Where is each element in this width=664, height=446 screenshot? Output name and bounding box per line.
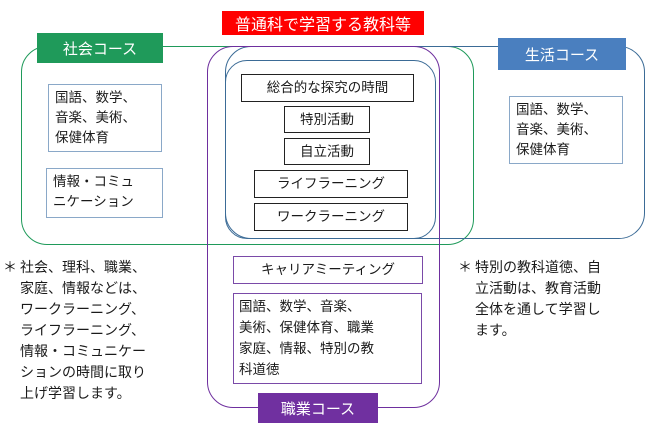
life-subject-line: 保健体育: [516, 142, 570, 158]
life-course-label: 生活コース: [498, 38, 626, 70]
note-left-line: ライフラーニング、: [20, 323, 146, 339]
life-subject-line: 音楽、美術、: [516, 122, 597, 138]
note-right: ＊ 特別の教科道徳、自 立活動は、教育活動 全体を通して学習し ます。: [458, 258, 658, 342]
social-subject-line: 国語、数学、: [55, 90, 136, 106]
note-right-line: 特別の教科道徳、自: [475, 260, 601, 276]
social-info-line: 情報・コミュ: [53, 174, 134, 190]
note-left-line: 家庭、情報などは、: [20, 281, 146, 297]
note-left-line: ションの時間に取り: [20, 365, 146, 381]
social-info-line: ニケーション: [53, 194, 134, 210]
social-subjects-box: 国語、数学、 音楽、美術、 保健体育: [48, 84, 162, 152]
activity-special: 特別活動: [284, 106, 370, 133]
activity-life-learning: ライフラーニング: [254, 170, 408, 198]
note-left-line: ワークラーニング、: [20, 302, 146, 318]
diagram-title: 普通科で学習する教科等: [222, 11, 424, 35]
life-subject-line: 国語、数学、: [516, 102, 597, 118]
social-subject-line: 保健体育: [55, 130, 109, 146]
vocational-subject-line: 美術、保健体育、職業: [239, 320, 374, 336]
vocational-course-label: 職業コース: [258, 393, 378, 423]
note-left-line: 情報・コミュニケー: [20, 344, 146, 360]
shared-region: [225, 60, 436, 239]
note-left-mark: ＊: [3, 260, 17, 276]
life-subjects-box: 国語、数学、 音楽、美術、 保健体育: [509, 96, 623, 164]
activity-independence: 自立活動: [284, 138, 370, 165]
vocational-subject-line: 科道徳: [239, 362, 280, 378]
note-left-line: 上げ学習します。: [20, 386, 131, 402]
activity-integrated-inquiry: 総合的な探究の時間: [241, 74, 414, 102]
social-subject-line: 音楽、美術、: [55, 110, 136, 126]
vocational-subject-line: 国語、数学、音楽、: [239, 299, 361, 315]
vocational-subjects-box: 国語、数学、音楽、 美術、保健体育、職業 家庭、情報、特別の教 科道徳: [233, 293, 422, 384]
note-right-line: 全体を通して学習し: [475, 302, 601, 318]
social-info-box: 情報・コミュ ニケーション: [46, 168, 163, 218]
note-right-line: ます。: [475, 323, 516, 339]
note-left: ＊ 社会、理科、職業、 家庭、情報などは、 ワークラーニング、 ライフラーニング…: [3, 258, 203, 405]
note-right-line: 立活動は、教育活動: [475, 281, 601, 297]
social-course-label: 社会コース: [37, 33, 163, 63]
activity-work-learning: ワークラーニング: [254, 203, 408, 231]
note-right-mark: ＊: [458, 260, 472, 276]
career-meeting-box: キャリアミーティング: [233, 256, 423, 284]
vocational-subject-line: 家庭、情報、特別の教: [239, 341, 374, 357]
note-left-line: 社会、理科、職業、: [20, 260, 146, 276]
